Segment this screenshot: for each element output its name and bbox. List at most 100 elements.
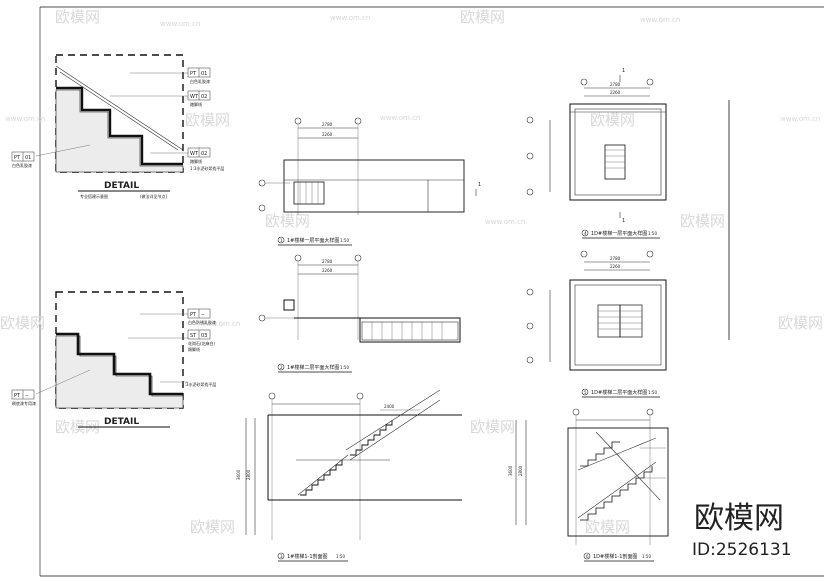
detail-1-tag-2: WT 02 踏脚线 bbox=[187, 90, 211, 107]
section-2-caption: 6 1D#楼梯1-1剖面图 1:50 bbox=[583, 552, 654, 562]
grid-bubble bbox=[580, 78, 588, 86]
detail-1-handrail-line bbox=[55, 65, 184, 151]
grid-bubble bbox=[580, 250, 588, 258]
watermark-brand: 欧模网 bbox=[55, 8, 100, 26]
watermark-site: www.om.cn bbox=[640, 16, 680, 24]
detail-2-tag-1: PT -- 白色防锈乳胶漆 bbox=[187, 308, 216, 325]
svg-text:6: 6 bbox=[586, 554, 589, 559]
svg-text:PT: PT bbox=[14, 393, 21, 399]
svg-text:PT: PT bbox=[190, 312, 197, 318]
grid-bubble bbox=[258, 204, 266, 212]
watermark-site: www.om.cn bbox=[780, 115, 820, 123]
section-1-flight bbox=[300, 460, 343, 496]
svg-text:1D#楼梯二层平面大样图: 1D#楼梯二层平面大样图 bbox=[591, 389, 647, 396]
plan-4-stair-b bbox=[619, 304, 643, 338]
watermark-brand: 欧模网 bbox=[0, 314, 45, 332]
plan-1-outline bbox=[283, 159, 465, 213]
svg-text:白色乳胶漆: 白色乳胶漆 bbox=[12, 162, 32, 168]
watermark-brand: 欧模网 bbox=[190, 518, 235, 536]
grid-bubble bbox=[572, 408, 580, 416]
svg-text:2: 2 bbox=[280, 365, 283, 370]
svg-text:WT: WT bbox=[190, 94, 199, 100]
svg-text:1#楼梯1-1剖面图: 1#楼梯1-1剖面图 bbox=[287, 553, 328, 560]
leader-line bbox=[35, 369, 91, 395]
svg-text:--: -- bbox=[201, 312, 205, 318]
grid-bubble bbox=[258, 179, 266, 187]
section-1: 3600 2800 2400 3 1#楼梯1-1剖面图 1:50 bbox=[236, 389, 462, 562]
plan-2-column bbox=[283, 299, 295, 311]
grid-bubble bbox=[354, 117, 362, 125]
brand-block: 欧模网 ID:2526131 bbox=[692, 501, 792, 560]
plan-1-stair bbox=[293, 181, 325, 205]
grid-bubble bbox=[526, 288, 534, 296]
svg-text:踢脚线: 踢脚线 bbox=[188, 346, 200, 352]
svg-text:踏脚线: 踏脚线 bbox=[190, 101, 202, 107]
detail-2: PT -- 白色防锈乳胶漆 ST 03 花岗石(芝麻白) 踢脚线 PT -- 刷… bbox=[11, 291, 216, 428]
detail-2-tag-3: PT -- 刷底漆专用漆 bbox=[11, 389, 36, 406]
detail-1-tag-1: PT 01 白色乳胶漆 bbox=[187, 67, 211, 84]
svg-text:1D#楼梯一层平面大样图: 1D#楼梯一层平面大样图 bbox=[591, 230, 647, 237]
svg-text:白色防锈乳胶漆: 白色防锈乳胶漆 bbox=[188, 319, 216, 325]
watermark-brand: 欧模网 bbox=[55, 418, 100, 436]
svg-text:4: 4 bbox=[584, 231, 587, 236]
dim-text: 2780 bbox=[322, 122, 333, 127]
plan-2-caption: 2 1#楼梯二层平面大样图 1:50 bbox=[277, 363, 352, 373]
detail-2-title: DETAIL bbox=[104, 417, 139, 427]
plan-4-stair-a bbox=[597, 304, 621, 338]
svg-text:03: 03 bbox=[201, 333, 207, 339]
dim-text: 2260 bbox=[322, 132, 333, 137]
svg-text:1:50: 1:50 bbox=[340, 238, 349, 243]
watermark-site: www.om.cn bbox=[330, 14, 370, 22]
watermark-layer: 欧模网 www.om.cn 欧模网 www.om.cn www.om.cn 欧模… bbox=[0, 8, 823, 536]
svg-text:1:50: 1:50 bbox=[642, 554, 651, 559]
svg-text:1:50: 1:50 bbox=[340, 365, 349, 370]
detail-1-stair-profile bbox=[56, 86, 183, 166]
section-marker: 1 bbox=[478, 182, 481, 188]
grid-bubble bbox=[526, 356, 534, 364]
svg-text:PT: PT bbox=[190, 71, 197, 77]
detail-2-tag-2: ST 03 花岗石(芝麻白) 踢脚线 bbox=[187, 329, 216, 352]
svg-text:踏脚线: 踏脚线 bbox=[190, 158, 202, 164]
watermark-brand: 欧模网 bbox=[778, 314, 823, 332]
plan-3: 1 2780 2260 1 4 1D#楼梯一层平面大样图 1:50 bbox=[526, 68, 667, 239]
watermark-site: www.om.cn bbox=[200, 320, 240, 328]
plan-2-slab bbox=[294, 317, 461, 343]
watermark-site: www.om.cn bbox=[485, 218, 525, 226]
grid-bubble bbox=[646, 408, 654, 416]
dim-text: 2260 bbox=[322, 268, 333, 273]
svg-text:白色乳胶漆: 白色乳胶漆 bbox=[190, 78, 210, 84]
svg-text:1#楼梯一层平面大样图: 1#楼梯一层平面大样图 bbox=[287, 237, 339, 244]
svg-text:01: 01 bbox=[25, 155, 31, 161]
svg-text:1:50: 1:50 bbox=[648, 231, 657, 236]
svg-text:1:3水泥砂浆找平层: 1:3水泥砂浆找平层 bbox=[190, 165, 224, 171]
grid-bubble bbox=[646, 78, 654, 86]
svg-text:3600: 3600 bbox=[508, 465, 513, 476]
leader-line bbox=[35, 144, 91, 157]
detail-1-tag-4: WT 02 踏脚线 1:3水泥砂浆找平层 bbox=[187, 147, 224, 171]
watermark-brand: 欧模网 bbox=[470, 418, 515, 436]
detail-1-tag-3: PT 01 白色乳胶漆 bbox=[11, 151, 35, 168]
section-2-flight-b bbox=[620, 466, 653, 491]
section-1-caption: 3 1#楼梯1-1剖面图 1:50 bbox=[277, 552, 348, 562]
svg-text:3600: 3600 bbox=[236, 469, 241, 480]
section-2-flight-a bbox=[580, 490, 621, 521]
svg-text:刷底漆专用漆: 刷底漆专用漆 bbox=[12, 400, 36, 406]
grid-bubble bbox=[526, 152, 534, 160]
plan-1: 2780 2260 1 1 1#楼梯一层平面大样图 1:50 bbox=[258, 117, 481, 246]
watermark-brand: 欧模网 bbox=[585, 518, 630, 536]
plan-3-caption: 4 1D#楼梯一层平面大样图 1:50 bbox=[581, 229, 660, 239]
svg-text:WT: WT bbox=[190, 151, 199, 157]
svg-text:花岗石(芝麻白): 花岗石(芝麻白) bbox=[188, 340, 216, 346]
svg-text:PT: PT bbox=[14, 155, 21, 161]
svg-text:2260: 2260 bbox=[610, 264, 621, 269]
detail-2-stair-profile bbox=[56, 332, 183, 396]
plan-2: 2780 2260 2 1#楼梯二层平面大样图 1:50 bbox=[258, 254, 461, 373]
plan-1-caption: 1 1#楼梯一层平面大样图 1:50 bbox=[277, 236, 352, 246]
svg-text:2260: 2260 bbox=[610, 90, 621, 95]
svg-text:01: 01 bbox=[201, 71, 207, 77]
grid-bubble bbox=[646, 250, 654, 258]
svg-text:5: 5 bbox=[584, 390, 587, 395]
dim-text: 2780 bbox=[322, 259, 333, 264]
section-2-outline bbox=[567, 427, 669, 537]
